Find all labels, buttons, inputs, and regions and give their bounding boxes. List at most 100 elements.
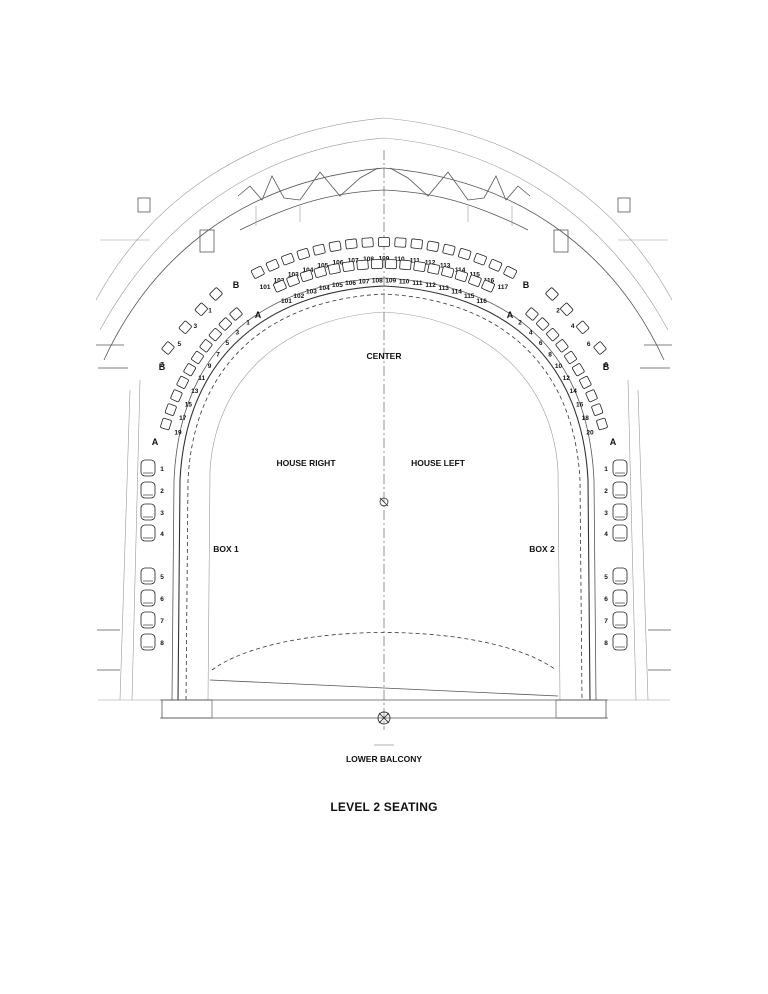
left-row-a-seat[interactable] (160, 417, 172, 431)
center-row-a-seat[interactable] (441, 266, 455, 278)
center-row-b-seat[interactable] (250, 265, 265, 279)
center-row-b-seat[interactable] (312, 243, 326, 256)
right-row-a-seat[interactable] (546, 328, 560, 342)
row-label-right-b-top: B (523, 280, 530, 290)
center-row-b-seat[interactable] (296, 248, 310, 260)
center-row-b-seat[interactable] (503, 265, 518, 279)
right-row-a-seat[interactable] (536, 317, 550, 331)
box2-seat[interactable] (612, 633, 628, 651)
left-row-a-seat[interactable] (183, 363, 196, 377)
center-row-b-seat[interactable] (426, 240, 440, 252)
center-row-a-seat[interactable] (342, 261, 355, 272)
left-row-a-seat-number: 5 (225, 340, 229, 347)
box1-seat-number: 1 (160, 466, 164, 473)
left-row-a-seat[interactable] (229, 307, 243, 321)
row-label-left-a-top: A (255, 310, 262, 320)
center-row-a-seat[interactable] (299, 270, 314, 282)
center-row-b-seat[interactable] (328, 240, 342, 252)
center-row-a-seat[interactable] (356, 259, 369, 271)
right-row-a-seat[interactable] (596, 417, 608, 431)
left-row-a-seat-number: 15 (185, 401, 193, 408)
left-row-a-seat-number: 1 (246, 320, 250, 327)
center-row-a-seat[interactable] (313, 266, 327, 278)
box1-seat[interactable] (140, 481, 156, 499)
right-row-a-seat[interactable] (572, 363, 585, 377)
box2-seat[interactable] (612, 459, 628, 477)
left-row-a-seat[interactable] (218, 317, 232, 331)
center-row-a-seat[interactable] (286, 274, 300, 287)
center-row-b-seat[interactable] (410, 238, 423, 250)
center-row-b-seat[interactable] (488, 259, 503, 272)
building-outline (95, 117, 673, 701)
center-row-b-seat[interactable] (265, 259, 280, 272)
right-row-a-seat[interactable] (591, 403, 604, 416)
right-row-b-seat[interactable] (576, 320, 590, 334)
box1-seat[interactable] (140, 503, 156, 521)
left-row-a-seat[interactable] (191, 351, 204, 364)
left-row-b-seat[interactable] (178, 320, 192, 334)
right-row-a-seat[interactable] (564, 351, 577, 364)
center-row-a-seat[interactable] (385, 259, 398, 270)
center-row-a-seat[interactable] (454, 270, 469, 282)
box1-seat[interactable] (140, 524, 156, 542)
box2-seat[interactable] (612, 589, 628, 607)
box1-seat-number: 3 (160, 510, 164, 517)
box1-seat-number: 8 (160, 640, 164, 647)
right-row-a-seat[interactable] (555, 339, 569, 353)
center-row-b-seat-number: 107 (348, 257, 359, 264)
center-row-b-seat[interactable] (394, 237, 407, 248)
center-row-a-seat[interactable] (273, 279, 287, 293)
center-row-b-seat[interactable] (442, 243, 456, 256)
left-row-a-seat[interactable] (164, 403, 177, 416)
box1-seat[interactable] (140, 611, 156, 629)
center-row-b-seat[interactable] (458, 248, 472, 260)
center-row-b-seat[interactable] (473, 253, 487, 266)
right-row-b-seat[interactable] (545, 287, 559, 301)
box1-seat[interactable] (140, 589, 156, 607)
center-row-b-seat-number: 101 (260, 284, 271, 291)
center-row-a-seat[interactable] (427, 263, 441, 275)
center-row-a-seat[interactable] (370, 259, 383, 270)
left-row-a-seat[interactable] (199, 339, 213, 353)
left-row-a-seat[interactable] (170, 389, 183, 403)
box1-seat[interactable] (140, 459, 156, 477)
right-row-a-seat[interactable] (579, 376, 592, 389)
right-row-a-seat-number: 18 (582, 415, 590, 422)
left-row-b-seat[interactable] (209, 287, 223, 301)
center-row-b-seat[interactable] (361, 237, 374, 248)
box2-seat[interactable] (612, 567, 628, 585)
box2-seat[interactable] (612, 524, 628, 542)
right-row-b-seat[interactable] (593, 341, 607, 355)
center-row-b-seat[interactable] (281, 253, 295, 266)
right-row-b-seat[interactable] (560, 302, 574, 316)
row-label-right-a-top: A (507, 310, 514, 320)
center-row-a-seat-number: 102 (293, 293, 304, 300)
box2-seat-number: 1 (604, 466, 608, 473)
center-row-b-seat-number: 112 (425, 260, 436, 267)
center-row-b-seat[interactable] (378, 237, 390, 247)
center-row-a-seat-number: 108 (372, 278, 383, 285)
box2-seat[interactable] (612, 611, 628, 629)
center-row-a-seat[interactable] (413, 261, 426, 272)
center-row-b-seat-number: 111 (410, 257, 421, 264)
center-row-a-seat[interactable] (481, 279, 495, 293)
box1-seat[interactable] (140, 567, 156, 585)
left-row-a-seat[interactable] (208, 328, 222, 342)
box2-seat[interactable] (612, 481, 628, 499)
left-row-b-seat-number: 3 (193, 323, 197, 330)
box1-seat[interactable] (140, 633, 156, 651)
center-row-a-seat[interactable] (327, 263, 341, 275)
box2-seat[interactable] (612, 503, 628, 521)
center-row-a-seat[interactable] (399, 259, 412, 271)
center-row-a-seat-number: 112 (425, 282, 436, 289)
left-row-b-seat[interactable] (161, 341, 175, 355)
right-row-a-seat[interactable] (525, 307, 539, 321)
left-row-b-seat[interactable] (194, 302, 208, 316)
center-row-a-seat[interactable] (468, 274, 482, 287)
center-row-b-seat[interactable] (345, 238, 358, 250)
right-row-a-seat[interactable] (585, 389, 598, 403)
box2-seat-number: 6 (604, 596, 608, 603)
left-row-a-seat[interactable] (176, 376, 189, 389)
